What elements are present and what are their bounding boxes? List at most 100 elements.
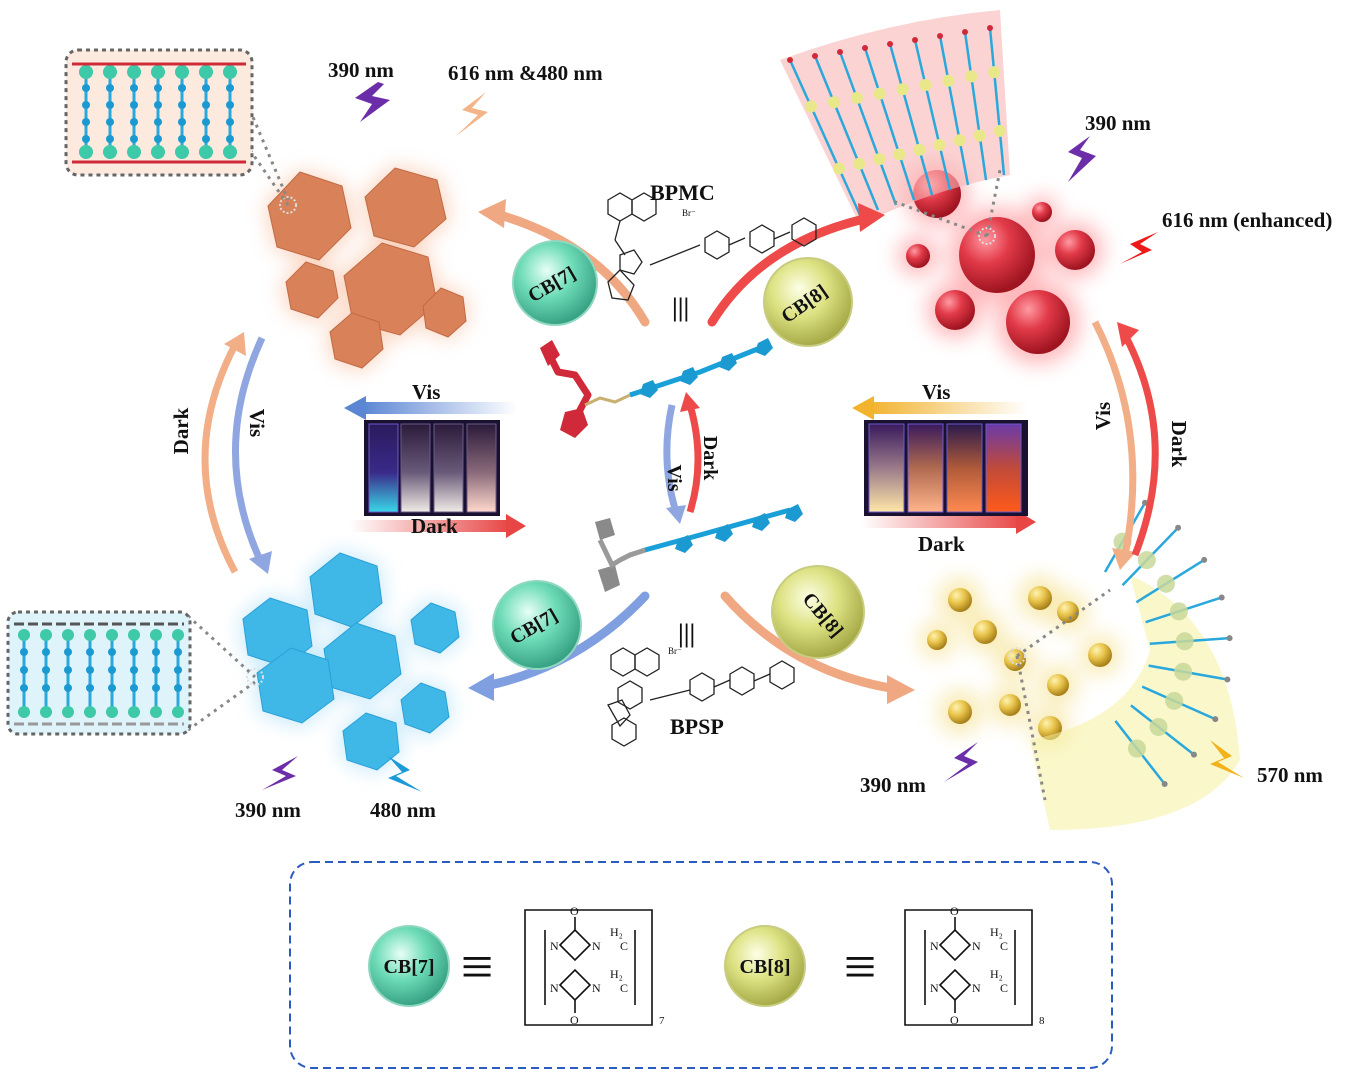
cb8-bead (893, 148, 906, 161)
cb8-bead (1149, 717, 1168, 736)
tr-em-label: 616 nm (enhanced) (1162, 208, 1332, 232)
cb8-bead (1165, 691, 1184, 710)
sp-bead (1190, 751, 1197, 758)
cb7-bead (18, 706, 30, 718)
cb8-bead (853, 157, 866, 170)
assembly-bead (20, 666, 28, 674)
br-uv-label: 390 nm (860, 773, 926, 797)
legend-cb7-h2-bottom: H₂ (610, 967, 623, 981)
assembly-bead (82, 101, 90, 109)
assembly-bead (86, 648, 94, 656)
tr-uv-label: 390 nm (1085, 111, 1151, 135)
legend-cb7-c2: C (620, 981, 628, 995)
mc-bead (887, 41, 893, 47)
arrow-outer-right-dark (1117, 322, 1159, 557)
assembly-bead (64, 666, 72, 674)
right-vis-label: Vis (922, 380, 950, 404)
cb8-bead (1157, 574, 1176, 593)
legend-cb8-o-top: O (950, 904, 959, 918)
mc-bead (787, 57, 793, 63)
legend-box (289, 861, 1113, 1069)
sp-bead (1161, 780, 1168, 787)
assembly-bead (174, 648, 182, 656)
cb7-host-top (512, 240, 598, 326)
assembly-bead (226, 84, 234, 92)
cb7-bead (199, 65, 213, 79)
arrow-outer-right-vis (1091, 320, 1137, 570)
arrow-top-right (707, 203, 885, 327)
cb7-bead (40, 706, 52, 718)
legend-cb8-sphere (724, 925, 806, 1007)
lightning-br-em-icon (1210, 740, 1244, 778)
legend-cb8-n2: N (972, 939, 981, 953)
assembly-bead (152, 648, 160, 656)
legend-cb7-n3: N (550, 981, 559, 995)
assembly-bead (226, 135, 234, 143)
center-vis-label: Vis (663, 464, 685, 491)
assembly-bead (130, 118, 138, 126)
yellow-fan-assembly (1015, 499, 1240, 830)
legend-cb8-n3: N (930, 981, 939, 995)
cb8-bead (873, 87, 886, 100)
cb8-bead (896, 83, 909, 96)
cb7-bead (172, 629, 184, 641)
cb7-bead (127, 145, 141, 159)
lightning-br-uv-icon (944, 742, 978, 782)
lightning-tl-uv-icon (355, 82, 390, 122)
fan-chain (888, 43, 934, 196)
tl-uv-label: 390 nm (328, 58, 394, 82)
cb7-bead (79, 145, 93, 159)
red-fan-assembly (780, 10, 1010, 238)
cb7-bead (151, 145, 165, 159)
assembly-bead (178, 118, 186, 126)
center-dark-label: Dark (699, 436, 721, 481)
assembly-bead (82, 84, 90, 92)
legend-cb7-label: CB[7] (383, 956, 434, 978)
assembly-bead (106, 84, 114, 92)
legend-cb7-o-bottom: O (570, 1013, 579, 1027)
legend-cb7-n2: N (592, 939, 601, 953)
mc-bead (837, 49, 843, 55)
assembly-bead (154, 135, 162, 143)
orange-hexagon-cluster (265, 165, 468, 372)
cb8-bead (827, 96, 840, 109)
assembly-bead (174, 684, 182, 692)
assembly-bead (64, 684, 72, 692)
mc-bead (962, 29, 968, 35)
cb8-bead (993, 124, 1006, 137)
cb8-bead (1137, 551, 1156, 570)
sp-bead (1226, 635, 1233, 642)
legend-cb8-o-bottom: O (950, 1013, 959, 1027)
assembly-bead (82, 118, 90, 126)
outer-left-dark-label: Dark (169, 407, 193, 454)
arrow-center-vis (663, 404, 686, 524)
orange-assembly-inset (64, 48, 290, 206)
mc-bead (862, 45, 868, 51)
bl-uv-label: 390 nm (235, 798, 301, 822)
assembly-bead (178, 101, 186, 109)
assembly-bead (42, 666, 50, 674)
cb8-bead (973, 129, 986, 142)
cb7-bead (103, 145, 117, 159)
blue-hexagon-cluster (240, 550, 462, 773)
cb8-bead (988, 66, 1001, 79)
cb8-bead (965, 70, 978, 83)
sp-bead (1218, 594, 1225, 601)
bl-em-label: 480 nm (370, 798, 436, 822)
lightning-tr-uv-icon (1068, 136, 1096, 182)
legend-cb7-o-top: O (570, 904, 579, 918)
legend-cb8-c1: C (1000, 939, 1008, 953)
left-dark-label: Dark (411, 514, 458, 538)
equiv-top-symbol: ||| (672, 293, 689, 322)
cb8-bead (850, 91, 863, 104)
fan-chain (788, 59, 862, 216)
arrow-bottom-left (468, 591, 650, 701)
cb7-bead (106, 706, 118, 718)
assembly-bead (108, 648, 116, 656)
assembly-bead (20, 648, 28, 656)
legend-cb7-n4: N (592, 981, 601, 995)
bpmc-molecule-model (540, 338, 773, 438)
cb8-bead (833, 162, 845, 175)
assembly-bead (82, 135, 90, 143)
